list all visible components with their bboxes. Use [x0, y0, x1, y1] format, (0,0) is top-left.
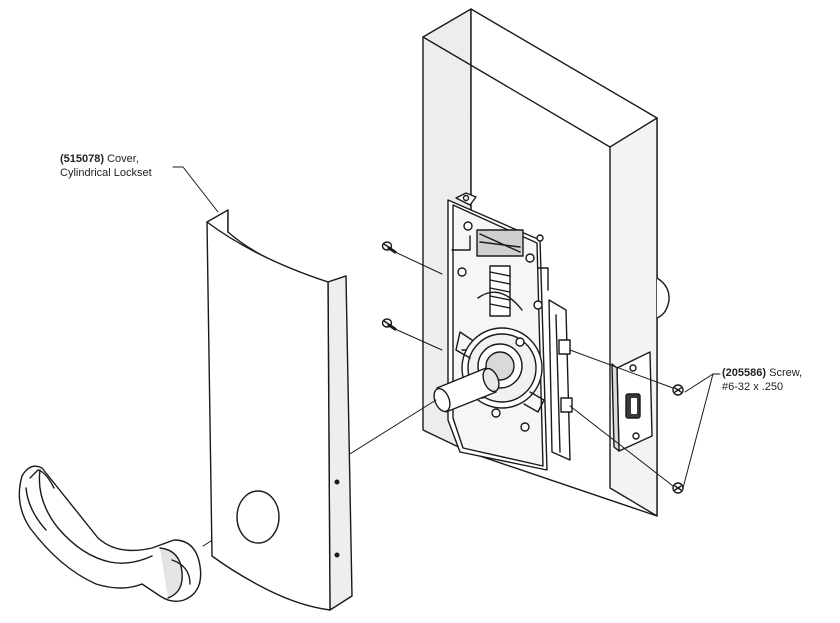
chassis-screw-upper [381, 241, 397, 254]
screw-part-desc-1: Screw, [766, 367, 803, 379]
chassis-screw-lower [381, 318, 397, 331]
return-spring [476, 229, 524, 317]
screw-part-desc-2: #6-32 x .250 [722, 381, 784, 393]
cover-part-desc-2: Cylindrical Lockset [60, 167, 152, 179]
cover-part [206, 209, 353, 611]
faceplate-screw-lower [672, 482, 684, 494]
cover-part-number: (515078) [60, 153, 105, 165]
lever-handle [18, 465, 202, 603]
latch-faceplate [611, 351, 653, 452]
latch-bracket [548, 299, 573, 461]
rear-lever-stub [656, 277, 670, 319]
faceplate-screw-upper [672, 384, 684, 396]
spindle [433, 367, 500, 413]
screw-part-number: (205586) [722, 367, 767, 379]
callout-leaders [172, 166, 721, 489]
cover-part-callout: (515078) Cover, Cylindrical Lockset [60, 152, 152, 180]
cover-part-desc-1: Cover, [104, 153, 139, 165]
screw-part-callout: (205586) Screw, #6-32 x .250 [722, 366, 802, 394]
